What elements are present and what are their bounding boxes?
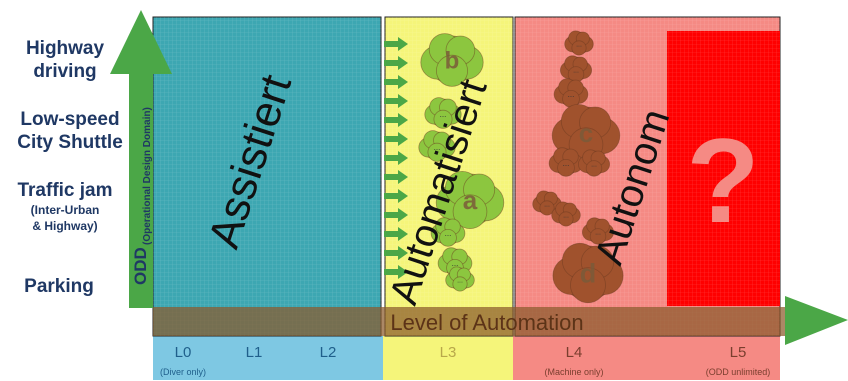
cloud-ellipsis: ... xyxy=(544,201,550,208)
cloud-small: ... xyxy=(424,97,462,129)
cloud-ellipsis: ... xyxy=(563,212,569,219)
small-green-arrow xyxy=(384,246,408,260)
level-note-l5: (ODD unlimited) xyxy=(706,367,771,377)
cloud-small: ... xyxy=(564,30,594,56)
cloud-ellipsis: ... xyxy=(434,143,441,152)
odd-level-shuttle: Low-speed City Shuttle xyxy=(0,108,140,154)
small-arrows-group xyxy=(384,37,408,279)
odd-axis-label: ODD xyxy=(131,247,150,285)
odd-level-traffic-jam-line1: Traffic jam xyxy=(17,180,113,201)
cloud-ellipsis: ... xyxy=(457,277,463,284)
odd-axis-sublabel: (Operational Design Domain) xyxy=(142,107,153,245)
cloud-letter: d xyxy=(580,258,597,288)
small-green-arrow xyxy=(384,227,408,241)
odd-level-highway: Highway driving xyxy=(0,37,130,83)
small-green-arrow xyxy=(384,37,408,51)
cloud-ellipsis: ... xyxy=(440,110,447,119)
small-green-arrow xyxy=(384,151,408,165)
cloud-small: ... xyxy=(581,217,614,245)
cloud-small: ... xyxy=(548,147,584,177)
level-note-l0: (Diver only) xyxy=(160,367,206,377)
small-green-arrow xyxy=(384,113,408,127)
level-label-l2: L2 xyxy=(320,344,337,361)
loa-bar xyxy=(153,307,785,336)
level-strip-autonomous xyxy=(513,336,780,380)
cloud-small: ... xyxy=(418,130,456,162)
cloud-letter: a xyxy=(463,185,478,215)
cloud-d: d xyxy=(552,242,624,304)
question-mark: ? xyxy=(686,114,759,248)
cloud-small: ... xyxy=(430,217,466,247)
odd-level-highway-line2: driving xyxy=(33,61,97,82)
small-green-arrow xyxy=(384,56,408,70)
cloud-ellipsis: ... xyxy=(445,229,452,238)
small-green-arrow xyxy=(384,208,408,222)
cloud-small: ... xyxy=(553,78,589,108)
cloud-small: ... xyxy=(532,190,562,216)
clouds-group: b...... a.................. c.............… xyxy=(418,30,624,304)
level-label-l0: L0 xyxy=(175,344,192,361)
small-green-arrow xyxy=(384,94,408,108)
level-strip-automated xyxy=(383,336,513,380)
loa-arrowhead xyxy=(785,296,848,345)
cloud-b: b xyxy=(420,33,484,87)
odd-level-traffic-jam-sub1: (Inter-Urban xyxy=(30,203,100,217)
odd-level-parking-line1: Parking xyxy=(24,276,94,297)
cloud-ellipsis: ... xyxy=(591,162,597,169)
small-green-arrow xyxy=(384,189,408,203)
odd-level-traffic-jam: Traffic jam (Inter-Urban & Highway) xyxy=(0,179,130,234)
level-strip-assisted xyxy=(153,336,383,380)
cloud-ellipsis: ... xyxy=(576,41,582,48)
cloud-small: ... xyxy=(559,55,592,83)
cloud-ellipsis: ... xyxy=(573,68,579,75)
small-green-arrow xyxy=(384,75,408,89)
cloud-ellipsis: ... xyxy=(595,230,601,237)
cloud-small: ... xyxy=(577,149,610,177)
level-label-l4: L4 xyxy=(566,344,583,361)
cloud-letter: b xyxy=(445,47,460,74)
odd-level-shuttle-line1: Low-speed xyxy=(20,109,120,130)
loa-label: Level of Automation xyxy=(390,310,583,335)
cloud-small: ... xyxy=(445,266,475,292)
level-label-l1: L1 xyxy=(246,344,263,361)
small-green-arrow xyxy=(384,170,408,184)
level-label-l5: L5 xyxy=(730,344,747,361)
cloud-small: ... xyxy=(551,201,581,227)
cloud-ellipsis: ... xyxy=(452,259,459,268)
small-green-arrow xyxy=(384,265,408,279)
level-label-l3: L3 xyxy=(440,344,457,361)
odd-level-parking: Parking xyxy=(0,275,118,298)
odd-level-traffic-jam-sub2: & Highway) xyxy=(32,219,98,233)
odd-level-highway-line1: Highway xyxy=(25,38,105,59)
odd-level-shuttle-line2: City Shuttle xyxy=(17,132,123,153)
small-green-arrow xyxy=(384,132,408,146)
cloud-ellipsis: ... xyxy=(568,90,575,99)
odd-arrow-head xyxy=(110,10,172,74)
odd-arrow-shaft xyxy=(129,72,153,308)
cloud-ellipsis: ... xyxy=(563,159,570,168)
cloud-letter: c xyxy=(579,118,593,148)
level-note-l4: (Machine only) xyxy=(544,367,603,377)
